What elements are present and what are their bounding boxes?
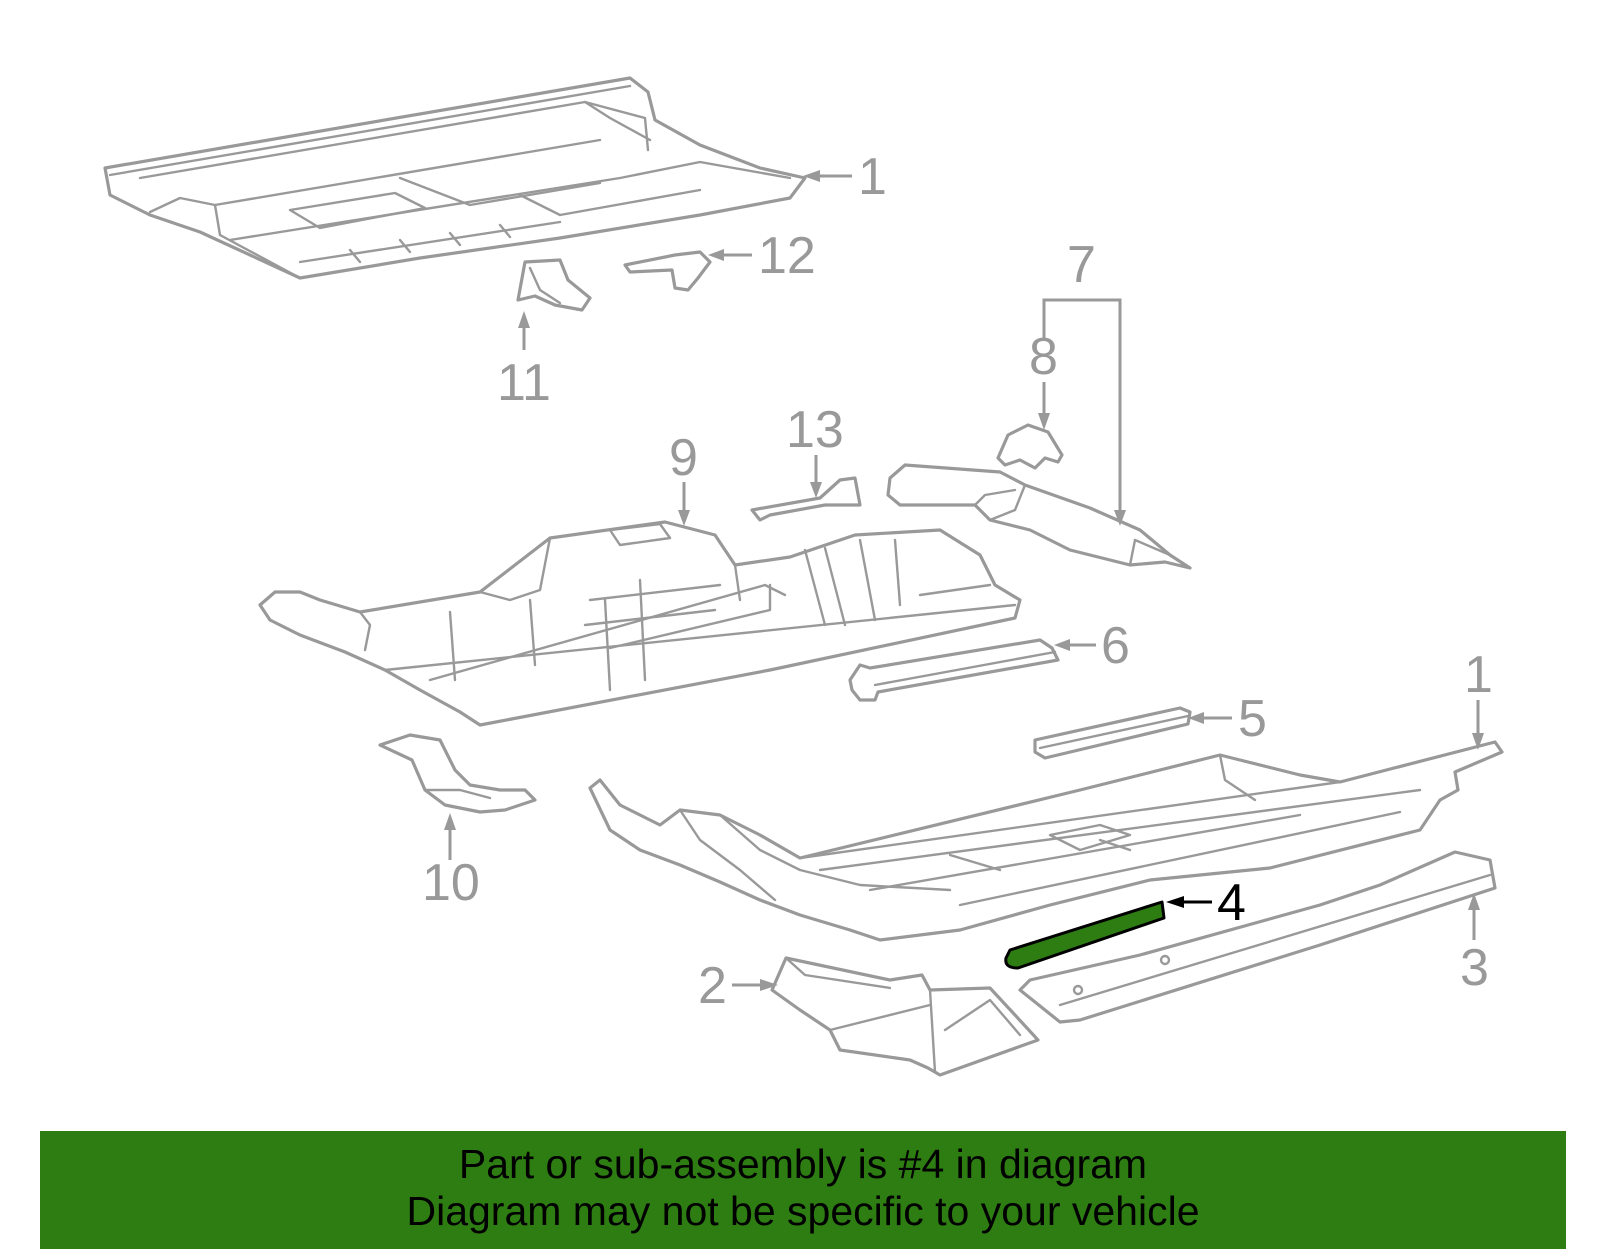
part-9-center-floor-pan xyxy=(258,520,1022,727)
callout-4: 4 xyxy=(1217,874,1246,932)
callout-1-bottom: 1 xyxy=(1464,646,1493,704)
banner-part-note: Part or sub-assembly is #4 in diagram xyxy=(458,1141,1148,1187)
callout-5: 5 xyxy=(1238,690,1267,748)
part-1-top-floor-pan xyxy=(103,76,807,280)
info-banner: Part or sub-assembly is #4 in diagram Di… xyxy=(40,1131,1566,1249)
callout-arrows xyxy=(444,170,1484,991)
callout-1-top: 1 xyxy=(858,148,887,206)
part-2-extension xyxy=(770,956,1040,1077)
callout-9: 9 xyxy=(669,429,698,487)
part-6-rail xyxy=(848,638,1060,702)
callout-numbers: 1 12 11 7 8 13 9 6 1 5 10 4 2 3 xyxy=(422,148,1493,1015)
callout-3: 3 xyxy=(1460,939,1489,997)
callout-8: 8 xyxy=(1029,328,1058,386)
part-1-bottom-floor-pan xyxy=(588,740,1504,942)
part-11-bracket xyxy=(516,258,592,312)
callout-2: 2 xyxy=(698,957,727,1015)
part-8-clip xyxy=(996,423,1064,470)
callout-10: 10 xyxy=(422,854,480,912)
part-7-panel xyxy=(886,463,1192,570)
part-3-sill xyxy=(1018,850,1497,1024)
part-5-rail xyxy=(1033,706,1192,760)
callout-12: 12 xyxy=(758,227,816,285)
callout-13: 13 xyxy=(786,401,844,459)
part-4-highlighted xyxy=(1004,900,1166,970)
callout-7: 7 xyxy=(1067,236,1096,294)
part-10-bracket xyxy=(378,733,537,814)
part-12-bracket xyxy=(623,250,712,292)
callout-6: 6 xyxy=(1101,617,1130,675)
banner-disclaimer: Diagram may not be specific to your vehi… xyxy=(406,1188,1200,1234)
part-13-bracket xyxy=(750,476,862,522)
callout-11: 11 xyxy=(497,354,551,412)
